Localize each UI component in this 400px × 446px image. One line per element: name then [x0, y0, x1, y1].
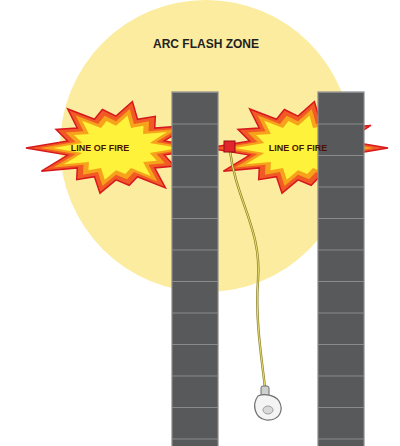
right-cabinet — [318, 92, 364, 446]
zone-title: ARC FLASH ZONE — [153, 37, 259, 51]
burst-label: LINE OF FIRE — [71, 143, 130, 153]
test-lead-cable — [230, 151, 265, 388]
left-cabinet — [172, 92, 218, 446]
test-probe — [224, 141, 235, 152]
burst-label: LINE OF FIRE — [269, 143, 328, 153]
test-plug — [255, 386, 281, 420]
test-lead-cable-core — [230, 151, 265, 388]
